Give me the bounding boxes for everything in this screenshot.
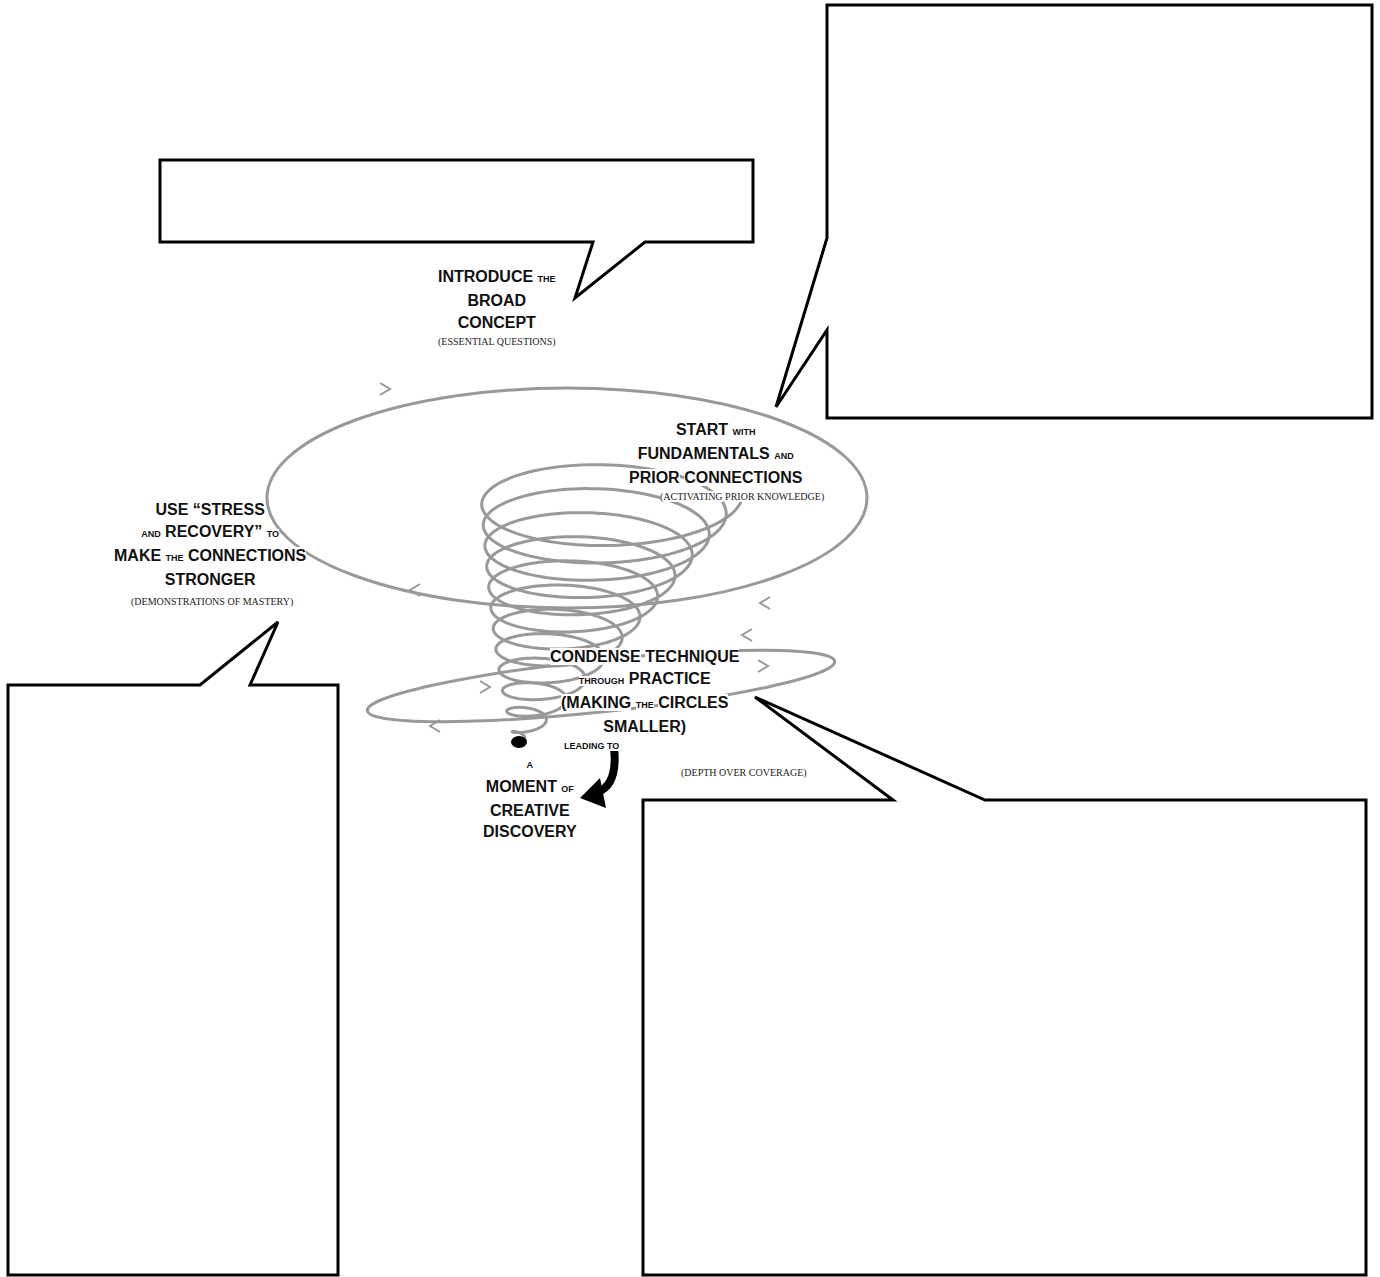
label-word: (MAKING — [561, 694, 631, 711]
spiral-label: (ESSENTIAL QUESTIONS) — [438, 335, 556, 348]
label-word: TO — [607, 741, 619, 751]
spiral-label: USE “STRESS AND RECOVERY” TO MAKE THE CO… — [114, 499, 306, 591]
label-word: DISCOVERY — [483, 823, 577, 840]
lower-orbit — [365, 636, 838, 737]
tornado-helix — [482, 465, 743, 742]
label-word: MAKE — [114, 547, 161, 564]
label-word: (ACTIVATING — [660, 491, 723, 502]
label-word: CONDENSE — [550, 648, 641, 665]
label-word: RECOVERY” — [165, 523, 262, 540]
label-word: BROAD — [467, 292, 526, 309]
speech-bubble — [776, 5, 1372, 418]
label-word: STRONGER — [165, 571, 256, 588]
direction-chevrons — [380, 383, 770, 732]
label-word: THE — [166, 553, 184, 563]
label-word: THE — [538, 274, 556, 284]
label-word: INTRODUCE — [438, 268, 533, 285]
label-word: START — [676, 421, 728, 438]
label-word: AND — [141, 529, 161, 539]
label-word: SMALLER) — [603, 718, 686, 735]
label-word: QUESTIONS) — [497, 336, 556, 347]
spiral-label: START WITH FUNDAMENTALS AND PRIOR CONNEC… — [629, 419, 802, 489]
label-word: (DEMONSTRATIONS — [131, 596, 225, 607]
speech-bubble — [8, 622, 338, 1275]
label-word: OVER — [719, 767, 746, 778]
label-word: MASTERY) — [243, 596, 294, 607]
curved-arrow-head — [580, 778, 606, 808]
label-word: OF — [561, 784, 574, 794]
label-word: PRACTICE — [629, 670, 711, 687]
label-word: LEADING — [564, 741, 605, 751]
label-word: (ESSENTIAL — [438, 336, 494, 347]
label-word: PRIOR — [629, 469, 680, 486]
label-word: KNOWLEDGE) — [757, 491, 824, 502]
spiral-label: INTRODUCE THE BROAD CONCEPT — [438, 266, 556, 334]
label-word: CONCEPT — [458, 314, 536, 331]
label-word: TO — [267, 529, 279, 539]
label-word: CREATIVE — [490, 802, 570, 819]
label-word: WITH — [732, 427, 755, 437]
label-word: FUNDAMENTALS — [638, 445, 770, 462]
label-word: CONNECTIONS — [188, 547, 306, 564]
label-word: (DEPTH — [681, 767, 717, 778]
spiral-label: (DEMONSTRATIONS OF MASTERY) — [131, 595, 293, 608]
label-word: THE — [636, 700, 654, 710]
speech-bubble — [643, 697, 1366, 1275]
spiral-label: (DEPTH OVER COVERAGE) — [681, 766, 807, 779]
spiral-label: A MOMENT OF CREATIVE DISCOVERY — [483, 752, 577, 842]
speech-bubble — [160, 160, 753, 298]
label-word: CIRCLES — [658, 694, 728, 711]
spiral-label: (ACTIVATING PRIOR KNOWLEDGE) — [660, 490, 824, 503]
tornado-tip — [511, 736, 527, 748]
label-word: AND — [774, 451, 794, 461]
spiral-label: LEADING TO — [564, 740, 619, 752]
label-word: MOMENT — [486, 778, 557, 795]
label-word: TECHNIQUE — [645, 648, 739, 665]
label-word: PRIOR — [725, 491, 754, 502]
label-word: “STRESS — [193, 501, 265, 518]
label-word: CONNECTIONS — [684, 469, 802, 486]
label-word: A — [527, 760, 534, 770]
label-word: THROUGH — [579, 676, 625, 686]
label-word: USE — [155, 501, 188, 518]
outer-orbit — [267, 388, 867, 608]
label-word: COVERAGE) — [749, 767, 807, 778]
label-word: OF — [227, 596, 240, 607]
spiral-label: CONDENSE TECHNIQUE THROUGH PRACTICE (MAK… — [550, 646, 739, 738]
